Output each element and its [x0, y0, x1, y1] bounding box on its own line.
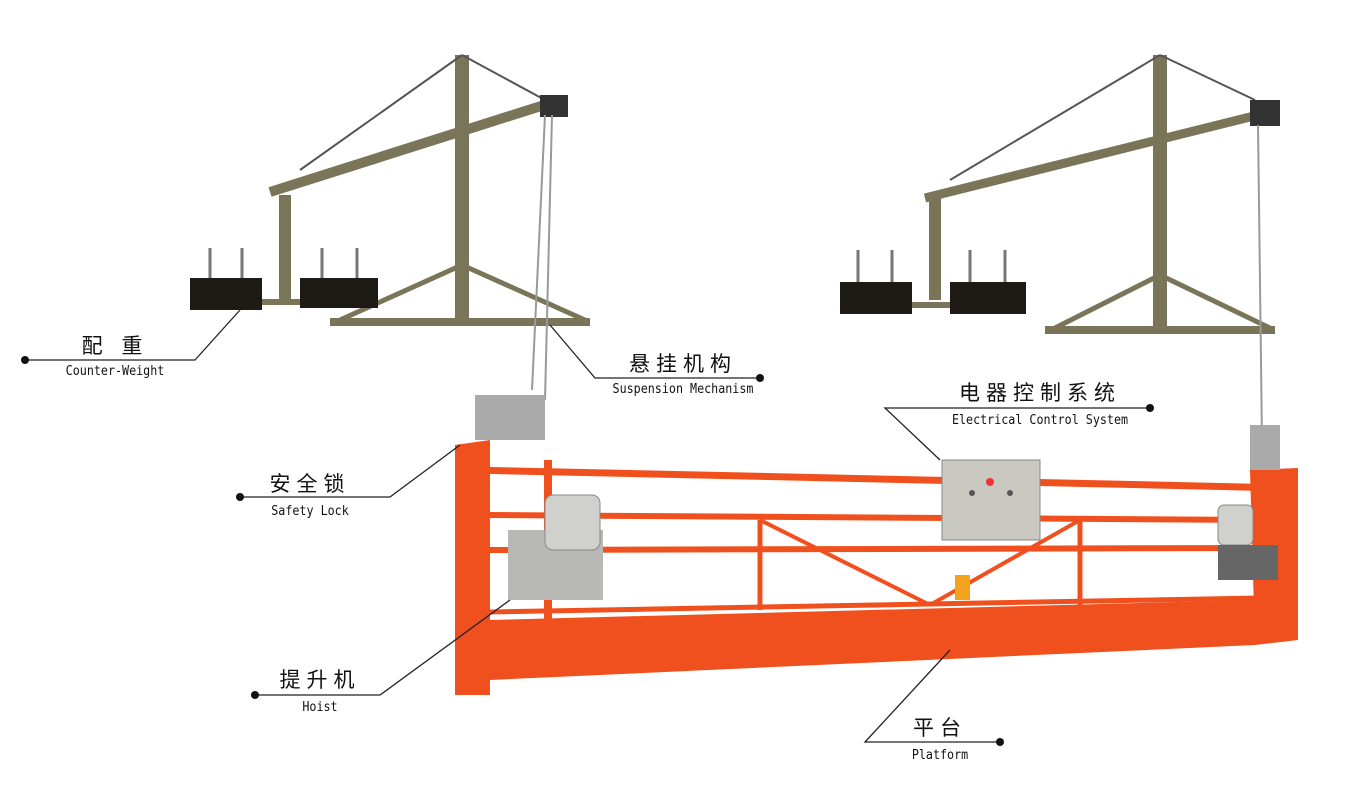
control-box: [941, 459, 1041, 600]
label-zh: 悬挂机构: [629, 352, 737, 376]
label-zh: 电器控制系统: [959, 381, 1121, 405]
left-hoist: [475, 395, 603, 600]
label-en: Electrical Control System: [951, 413, 1129, 428]
left-suspension-mechanism: [240, 54, 590, 401]
label-platform: 平台 Platform: [880, 716, 1000, 764]
left-counter-weights: [190, 248, 378, 310]
label-en: Platform: [911, 748, 969, 763]
label-zh: 提升机: [279, 668, 361, 692]
label-zh: 平台: [913, 716, 967, 740]
label-suspension-mechanism: 悬挂机构 Suspension Mechanism: [588, 352, 778, 398]
right-suspension-mechanism: [890, 54, 1280, 441]
label-electrical-control-system: 电器控制系统 Electrical Control System: [915, 381, 1165, 429]
label-counter-weight: 配 重 Counter-Weight: [40, 334, 190, 380]
leader-lines: [25, 309, 1150, 743]
right-counter-weights: [840, 250, 1026, 314]
label-safety-lock: 安全锁 Safety Lock: [245, 472, 375, 520]
label-en: Safety Lock: [271, 504, 349, 519]
leader-dots: [21, 356, 1154, 746]
right-hoist: [1217, 425, 1280, 580]
label-zh: 安全锁: [269, 472, 351, 496]
platform-frame: [455, 440, 1298, 695]
label-en: Hoist: [302, 700, 338, 715]
label-en: Suspension Mechanism: [612, 382, 754, 397]
label-zh: 配 重: [81, 334, 149, 358]
label-en: Counter-Weight: [65, 364, 165, 379]
label-hoist: 提升机 Hoist: [255, 668, 385, 716]
